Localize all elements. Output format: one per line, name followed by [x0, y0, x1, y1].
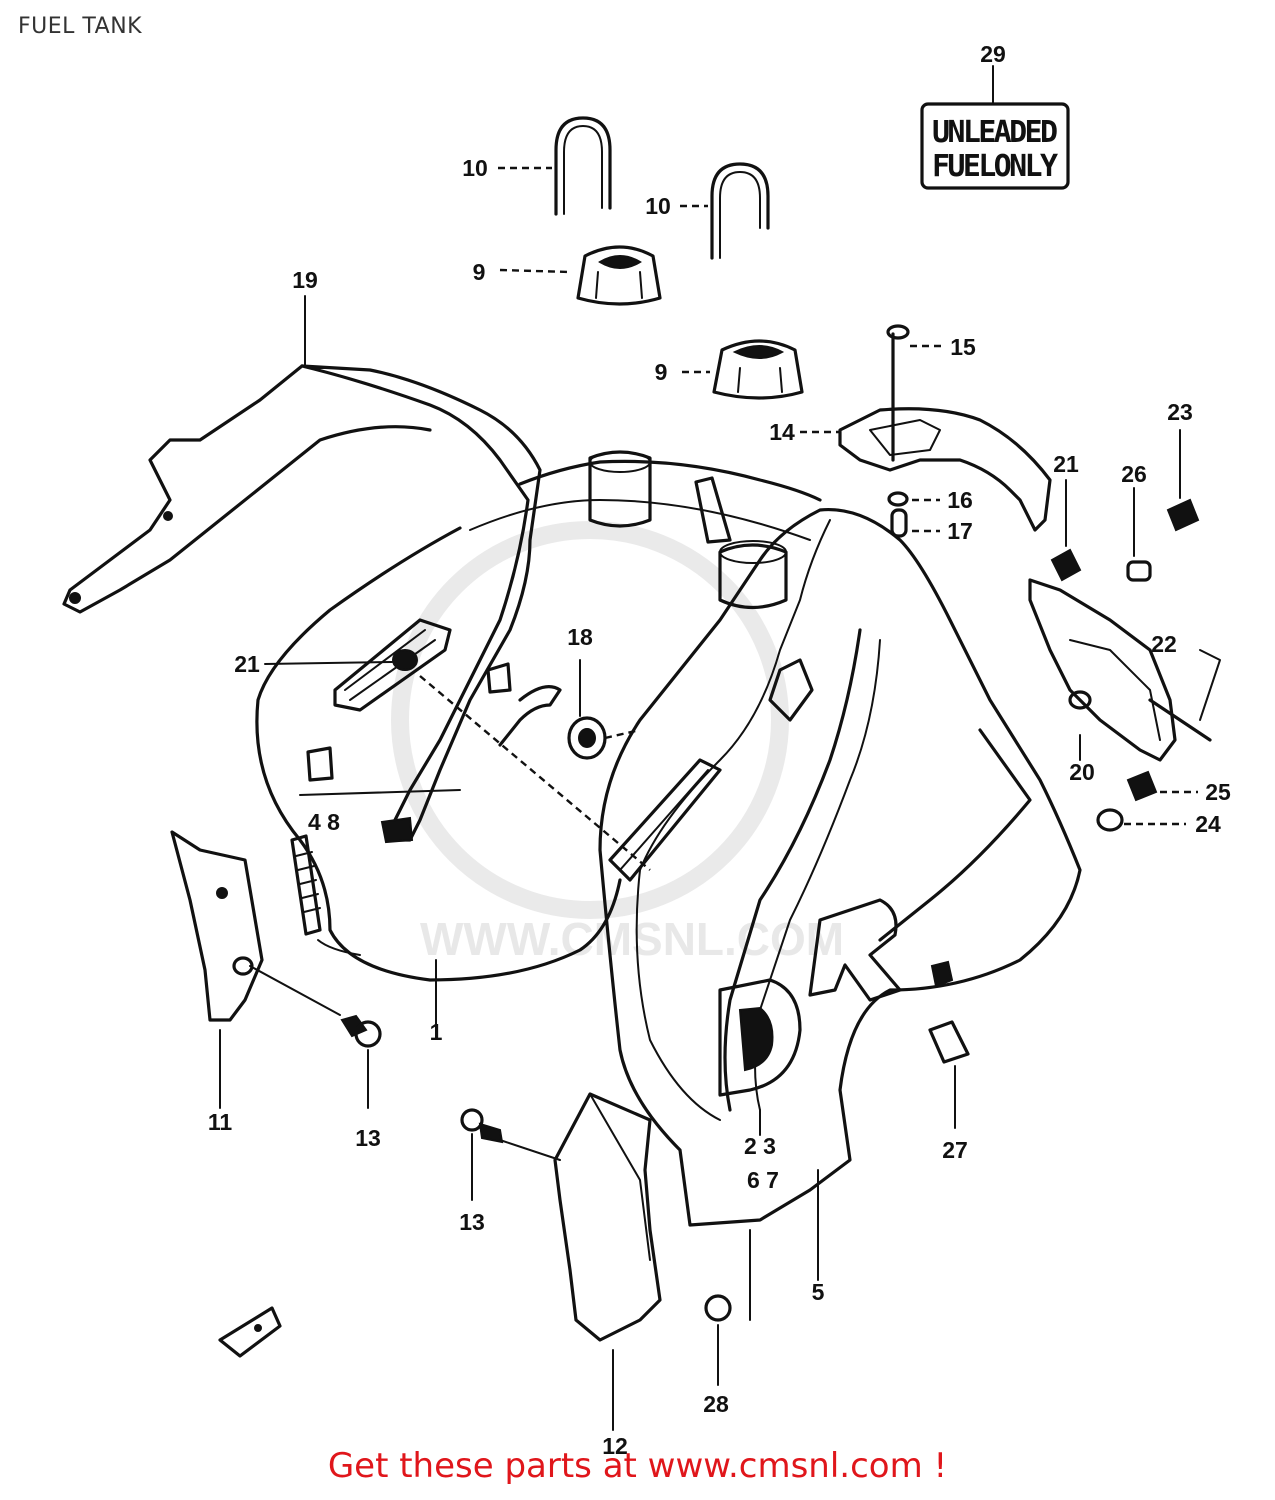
- part-27-clip: [928, 960, 970, 1129]
- callout-15: 15: [950, 334, 976, 360]
- callout-9b: 9: [655, 359, 668, 385]
- callout-14: 14: [769, 419, 795, 445]
- callout-19: 19: [292, 267, 318, 293]
- decal-line-1: UNLEADED: [932, 115, 1058, 150]
- part-21-bolt-left: [264, 649, 651, 871]
- watermark-text: WWW.CMSNL.COM: [420, 913, 844, 965]
- callout-2-3: 2 3: [744, 1133, 776, 1159]
- part-18-fuel-cock: [567, 659, 641, 760]
- callout-17: 17: [947, 518, 973, 544]
- callout-27: 27: [942, 1137, 968, 1163]
- callout-23: 23: [1167, 399, 1193, 425]
- decal-line-2: FUELONLY: [932, 149, 1058, 184]
- callout-24: 24: [1195, 811, 1221, 837]
- callout-16: 16: [947, 487, 973, 513]
- callout-13a: 13: [355, 1125, 381, 1151]
- callout-labels: 29 10 10 9 9 19 15 14 23 21 26 16 17 18 …: [208, 41, 1231, 1459]
- callout-21b: 21: [1053, 451, 1079, 477]
- callout-13b: 13: [459, 1209, 485, 1235]
- part-4-8-grommet: [290, 834, 361, 956]
- callout-26: 26: [1121, 461, 1147, 487]
- callout-22: 22: [1151, 631, 1177, 657]
- part-1-tank-left: [255, 450, 822, 1031]
- callout-25: 25: [1205, 779, 1231, 805]
- callout-29: 29: [980, 41, 1006, 67]
- part-12-shroud-panel: [553, 1092, 662, 1431]
- callout-28: 28: [703, 1391, 729, 1417]
- callout-6-7: 6 7: [747, 1167, 779, 1193]
- front-direction-arrow-icon: [218, 1306, 282, 1358]
- part-5-tank-shroud: [598, 507, 1082, 1321]
- callout-12: 12: [602, 1433, 628, 1459]
- callout-5: 5: [812, 1279, 825, 1305]
- callout-21a: 21: [234, 651, 260, 677]
- callout-20: 20: [1069, 759, 1095, 785]
- get-parts-link[interactable]: Get these parts at www.cmsnl.com !: [327, 1446, 948, 1486]
- page-title: FUEL TANK: [18, 14, 143, 39]
- part-14-bracket: [800, 324, 1052, 538]
- watermark: WWW.CMSNL.COM: [391, 521, 844, 965]
- part-9-fuel-caps: [499, 245, 804, 400]
- callout-4-8: 4 8: [308, 809, 340, 835]
- callout-18: 18: [567, 624, 593, 650]
- callout-11: 11: [208, 1109, 233, 1135]
- part-28-grommet: [704, 1294, 732, 1386]
- callout-1: 1: [430, 1019, 443, 1045]
- part-11-side-bracket: [170, 830, 341, 1109]
- callout-10b: 10: [645, 193, 671, 219]
- part-10-hoses: [498, 116, 770, 260]
- part-22-bracket-assembly: [1028, 429, 1221, 832]
- callout-10a: 10: [462, 155, 488, 181]
- part-19-side-cover: [62, 295, 542, 842]
- callout-9a: 9: [473, 259, 486, 285]
- part-29-unleaded-decal: UNLEADED FUELONLY: [920, 65, 1070, 190]
- part-13-screws: [340, 1014, 561, 1201]
